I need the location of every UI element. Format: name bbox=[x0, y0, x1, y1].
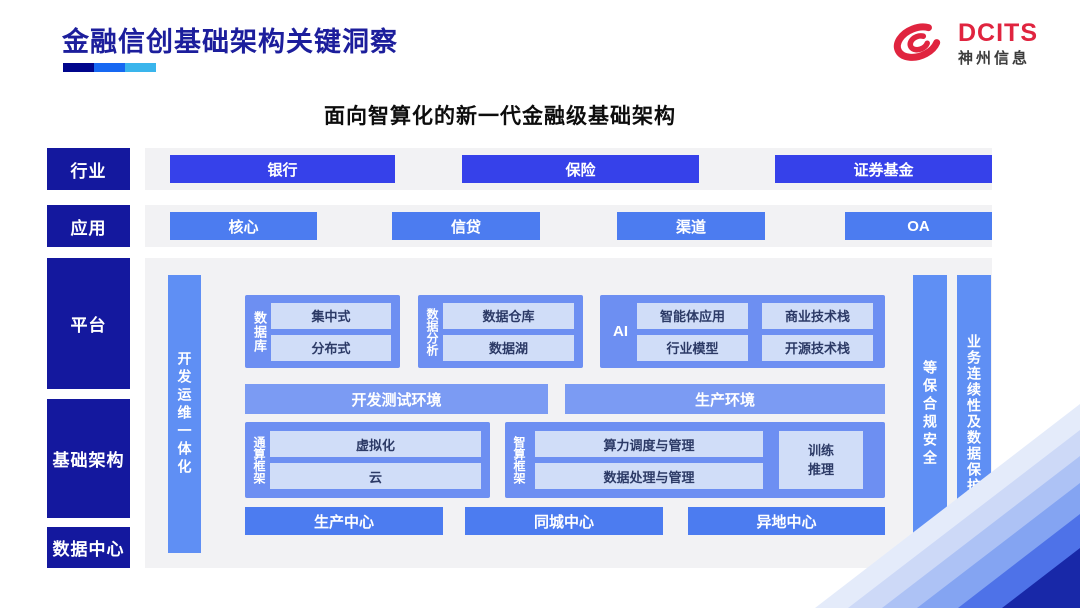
logo-swirl-icon bbox=[893, 23, 941, 61]
intelligent-framework-group: 智算框架 算力调度与管理 数据处理与管理 训练 推理 bbox=[505, 422, 885, 498]
ai-item-opensource-stack: 开源技术栈 bbox=[762, 334, 873, 361]
database-item-distributed: 分布式 bbox=[271, 334, 391, 361]
training-line: 训练 bbox=[807, 442, 834, 458]
center-same-city: 同城中心 bbox=[465, 507, 663, 535]
general-framework-label: 通算框架 bbox=[252, 436, 266, 484]
row-label-industry: 行业 bbox=[47, 148, 130, 190]
data-analysis-group-label: 数据分析 bbox=[425, 307, 439, 356]
row-label-platform: 平台 bbox=[47, 258, 130, 389]
center-production: 生产中心 bbox=[245, 507, 443, 535]
database-group: 数据库 集中式 分布式 bbox=[245, 295, 400, 368]
logo-brand: DCITS bbox=[958, 18, 1038, 47]
intelligent-framework-item-data-processing: 数据处理与管理 bbox=[535, 463, 763, 489]
production-environment-bar: 生产环境 bbox=[565, 384, 885, 414]
general-framework-group: 通算框架 虚拟化 云 bbox=[245, 422, 490, 498]
row-label-datacenter: 数据中心 bbox=[47, 527, 130, 568]
title-underline bbox=[63, 63, 156, 72]
security-vertical-bar: 等保合规安全 bbox=[913, 275, 947, 553]
diagram-subtitle: 面向智算化的新一代金融级基础架构 bbox=[324, 105, 676, 128]
industry-item-bank: 银行 bbox=[170, 155, 395, 183]
data-analysis-item-warehouse: 数据仓库 bbox=[443, 302, 574, 329]
intelligent-framework-item-compute-scheduling: 算力调度与管理 bbox=[535, 431, 763, 457]
data-analysis-group: 数据分析 数据仓库 数据湖 bbox=[418, 295, 583, 368]
logo-company: 神州信息 bbox=[958, 50, 1031, 68]
database-item-centralized: 集中式 bbox=[271, 302, 391, 329]
application-item-credit: 信贷 bbox=[392, 212, 540, 240]
devops-vertical-bar: 开发运维一体化 bbox=[168, 275, 201, 553]
application-item-oa: OA bbox=[845, 212, 992, 240]
ai-item-agent-app: 智能体应用 bbox=[637, 302, 748, 329]
ai-item-industry-model: 行业模型 bbox=[637, 334, 748, 361]
database-group-label: 数据库 bbox=[252, 310, 267, 353]
row-label-application: 应用 bbox=[47, 205, 130, 247]
data-analysis-item-lake: 数据湖 bbox=[443, 334, 574, 361]
inference-line: 推理 bbox=[807, 462, 834, 477]
ai-group: AI 智能体应用 商业技术栈 行业模型 开源技术栈 bbox=[600, 295, 885, 368]
general-framework-item-cloud: 云 bbox=[270, 463, 481, 489]
application-item-core: 核心 bbox=[170, 212, 317, 240]
center-remote: 异地中心 bbox=[688, 507, 885, 535]
dcits-logo: DCITS 神州信息 bbox=[888, 16, 1038, 72]
application-item-channel: 渠道 bbox=[617, 212, 765, 240]
general-framework-item-virtualization: 虚拟化 bbox=[270, 431, 481, 457]
industry-item-insurance: 保险 bbox=[462, 155, 699, 183]
ai-group-label: AI bbox=[613, 323, 628, 340]
intelligent-framework-label: 智算框架 bbox=[512, 436, 526, 484]
devtest-environment-bar: 开发测试环境 bbox=[245, 384, 548, 414]
industry-item-securities: 证券基金 bbox=[775, 155, 992, 183]
row-label-infrastructure: 基础架构 bbox=[47, 399, 130, 518]
ai-item-commercial-stack: 商业技术栈 bbox=[762, 302, 873, 329]
training-inference-box: 训练 推理 bbox=[779, 431, 863, 489]
page-title: 金融信创基础架构关键洞察 bbox=[62, 27, 398, 57]
logo-text: DCITS 神州信息 bbox=[958, 18, 1038, 69]
